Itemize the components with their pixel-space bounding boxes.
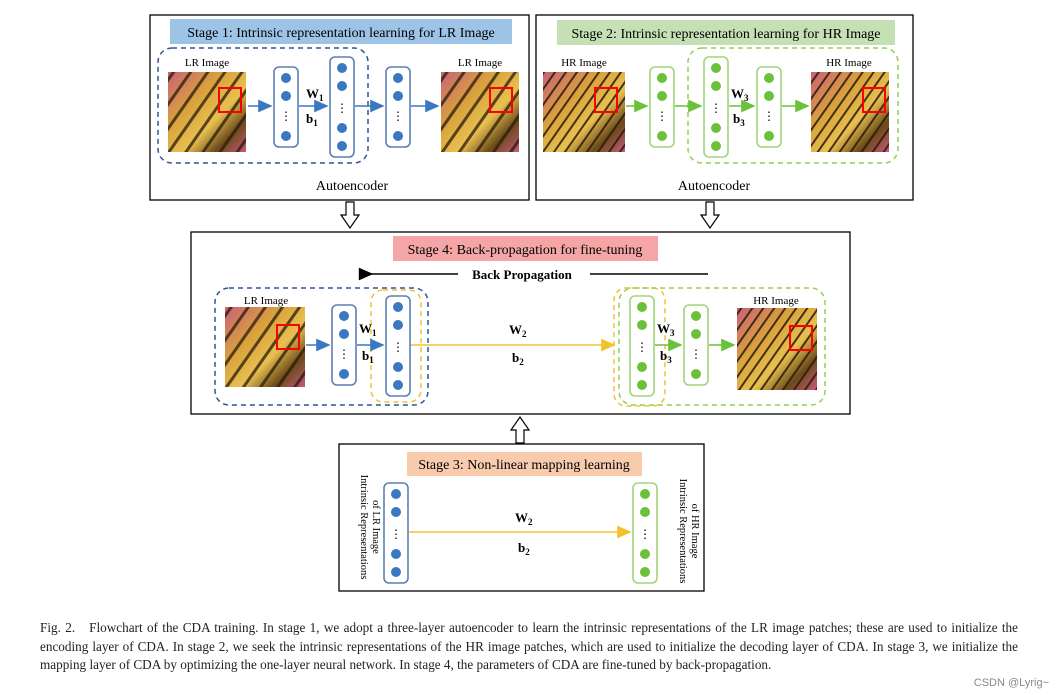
svg-text:⋮: ⋮: [636, 340, 648, 354]
svg-text:⋮: ⋮: [392, 340, 404, 354]
back-propagation-label: Back Propagation: [472, 267, 573, 282]
stage2-title-box: [557, 20, 895, 45]
stage4-input-patch: [276, 324, 300, 350]
svg-text:⋮: ⋮: [280, 109, 292, 123]
svg-text:⋮: ⋮: [656, 109, 668, 123]
stage4-b3-label: b3: [660, 348, 672, 365]
stage1-input-image: [168, 72, 246, 152]
stage4-mapping-left-region: [370, 289, 422, 403]
stage2-w-label: W3: [731, 86, 749, 103]
stage4-b1-label: b1: [362, 348, 374, 365]
stage1-footer: Autoencoder: [316, 179, 389, 194]
stage2-panel: Stage 2: Intrinsic representation learni…: [535, 14, 914, 201]
stage2-footer: Autoencoder: [678, 179, 751, 194]
stage2-input-label: HR Image: [561, 57, 607, 69]
stage2-b-label: b3: [733, 111, 745, 128]
caption-text: Flowchart of the CDA training. In stage …: [40, 620, 1019, 673]
stage4-w3-label: W3: [657, 321, 675, 338]
stage1-w-label: W1: [306, 86, 324, 103]
stage4-output-image: [737, 308, 817, 390]
stage1-layer-hidden: ⋮: [329, 56, 355, 158]
svg-text:⋮: ⋮: [763, 109, 775, 123]
stage1-panel: Stage 1: Intrinsic representation learni…: [149, 14, 530, 201]
svg-text:⋮: ⋮: [390, 527, 402, 541]
svg-text:⋮: ⋮: [710, 101, 722, 115]
stage1-output-image: [441, 72, 519, 152]
down-arrow-stage1: [339, 201, 361, 230]
stage4-output-label: HR Image: [753, 295, 799, 307]
svg-text:⋮: ⋮: [639, 527, 651, 541]
stage4-layer-input: ⋮: [331, 304, 357, 386]
stage4-layer-output: ⋮: [683, 304, 709, 386]
stage3-title: Stage 3: Non-linear mapping learning: [418, 458, 630, 473]
watermark: CSDN @Lyrig~: [973, 677, 1049, 689]
stage4-input-image: [225, 307, 305, 387]
stage2-title: Stage 2: Intrinsic representation learni…: [571, 27, 880, 42]
figure-caption: Fig. 2.Flowchart of the CDA training. In…: [40, 619, 1018, 675]
stage4-layer-hidden-lr: ⋮: [385, 295, 411, 397]
stage1-output-patch: [489, 87, 513, 113]
stage1-title-box: [170, 19, 512, 44]
stage2-layer-input: ⋮: [649, 66, 675, 148]
stage1-layer-output: ⋮: [385, 66, 411, 148]
stage2-layer-hidden: ⋮: [703, 56, 729, 158]
stage4-mapping-right-region: [613, 287, 666, 407]
svg-text:⋮: ⋮: [392, 109, 404, 123]
stage2-output-label: HR Image: [826, 57, 872, 69]
stage4-output-patch: [789, 325, 813, 351]
stage4-title: Stage 4: Back-propagation for fine-tunin…: [408, 243, 643, 258]
stage3-right-label-1: Intrinsic Representations: [677, 479, 688, 584]
stage1-title: Stage 1: Intrinsic representation learni…: [187, 26, 495, 41]
stage1-layer-input: ⋮: [273, 66, 299, 148]
stage4-title-box: [393, 236, 658, 261]
svg-text:⋮: ⋮: [338, 347, 350, 361]
down-arrow-stage2: [699, 201, 721, 230]
up-arrow-stage3: [509, 415, 531, 444]
stage3-panel: Stage 3: Non-linear mapping learning Int…: [338, 443, 705, 592]
stage1-input-label: LR Image: [185, 57, 229, 69]
stage2-layer-output: ⋮: [756, 66, 782, 148]
stage1-input-patch: [218, 87, 242, 113]
stage1-output-label: LR Image: [458, 57, 502, 69]
stage4-input-label: LR Image: [244, 295, 288, 307]
svg-text:⋮: ⋮: [336, 101, 348, 115]
stage2-input-patch: [594, 87, 618, 113]
stage3-layer-lr: ⋮: [383, 482, 409, 584]
stage3-layer-hr: ⋮: [632, 482, 658, 584]
stage4-encoder-region: [214, 287, 429, 406]
stage1-b-label: b1: [306, 111, 318, 128]
cda-flowchart: Stage 1: Intrinsic representation learni…: [149, 14, 914, 592]
svg-text:⋮: ⋮: [690, 347, 702, 361]
stage2-output-image: [811, 72, 889, 152]
stage4-layer-hidden-hr: ⋮: [629, 295, 655, 397]
stage3-w-label: W2: [515, 510, 533, 527]
stage3-title-box: [407, 452, 642, 476]
stage3-left-label-1: Intrinsic Representations: [358, 475, 369, 580]
stage4-w1-label: W1: [359, 321, 377, 338]
stage4-b2-label: b2: [512, 350, 524, 367]
stage3-right-label-2: of HR Image: [689, 504, 700, 559]
stage4-w2-label: W2: [509, 322, 527, 339]
stage4-decoder-region: [618, 287, 826, 406]
stage3-b-label: b2: [518, 540, 530, 557]
stage2-input-image: [543, 72, 625, 152]
figure-label: Fig. 2.: [40, 620, 76, 635]
stage3-left-label-2: of LR Image: [370, 500, 381, 554]
stage4-panel: Stage 4: Back-propagation for fine-tunin…: [190, 231, 851, 415]
stage2-output-patch: [862, 87, 886, 113]
